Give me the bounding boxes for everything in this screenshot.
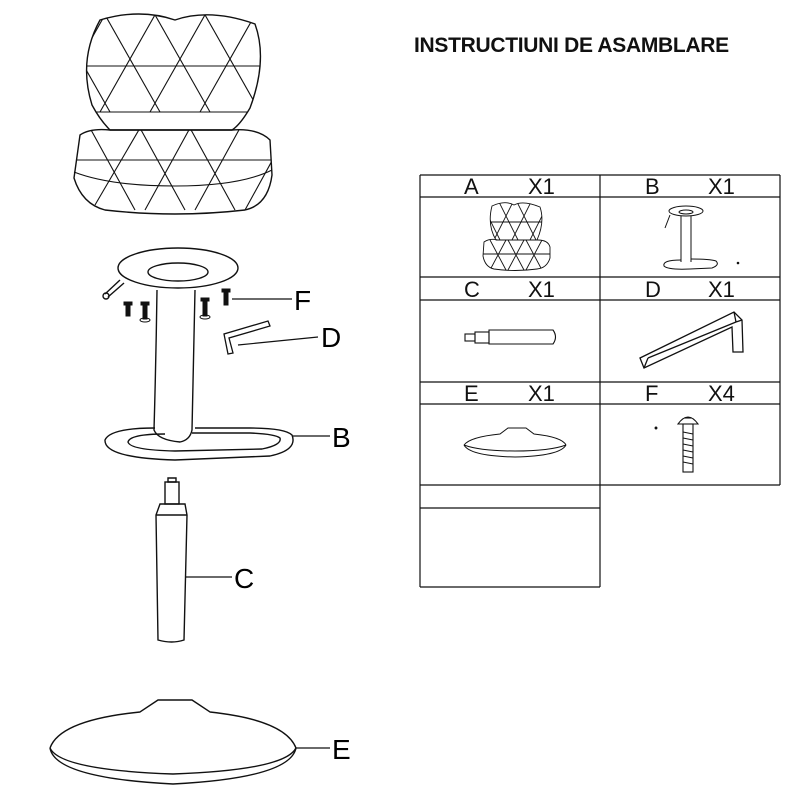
stand-base-drawing bbox=[102, 247, 294, 461]
screw-icon bbox=[654, 416, 700, 473]
part-f-qty: X4 bbox=[708, 381, 735, 406]
part-b-qty: X1 bbox=[708, 174, 735, 199]
seat-drawing bbox=[73, 13, 273, 215]
callout-label-e: E bbox=[332, 734, 351, 765]
stand-base-icon bbox=[663, 205, 740, 270]
round-base-drawing bbox=[49, 699, 297, 785]
callout-line-d bbox=[237, 336, 319, 346]
part-e-qty: X1 bbox=[528, 381, 555, 406]
part-d-letter: D bbox=[645, 277, 661, 302]
screw-icon bbox=[139, 301, 151, 323]
callout-label-f: F bbox=[294, 285, 311, 316]
part-a-letter: A bbox=[464, 174, 479, 199]
part-d-qty: X1 bbox=[708, 277, 735, 302]
callout-label-c: C bbox=[234, 563, 254, 594]
callout-label-d: D bbox=[321, 322, 341, 353]
screw-icon bbox=[199, 297, 211, 320]
callout-label-b: B bbox=[332, 422, 351, 453]
parts-table-headers: A X1 B X1 C X1 D X1 E X1 F X4 bbox=[464, 174, 735, 406]
part-b-letter: B bbox=[645, 174, 660, 199]
part-c-qty: X1 bbox=[528, 277, 555, 302]
screw-icon bbox=[123, 301, 133, 317]
gas-cylinder-drawing bbox=[155, 477, 188, 643]
round-base-icon bbox=[463, 427, 567, 458]
seat-back-outline bbox=[85, 13, 262, 131]
seat-cushion-outline bbox=[73, 128, 273, 215]
hex-key-icon bbox=[639, 311, 744, 369]
part-e-letter: E bbox=[464, 381, 479, 406]
part-a-qty: X1 bbox=[528, 174, 555, 199]
part-f-letter: F bbox=[645, 381, 658, 406]
part-c-letter: C bbox=[464, 277, 480, 302]
screw-icon bbox=[221, 288, 231, 306]
screws-drawing bbox=[123, 288, 231, 323]
page-title: INSTRUCTIUNI DE ASAMBLARE bbox=[414, 34, 729, 57]
parts-table bbox=[419, 174, 781, 588]
hex-key-drawing bbox=[223, 320, 271, 355]
seat-icon bbox=[482, 202, 551, 271]
gas-cylinder-icon bbox=[464, 329, 557, 345]
